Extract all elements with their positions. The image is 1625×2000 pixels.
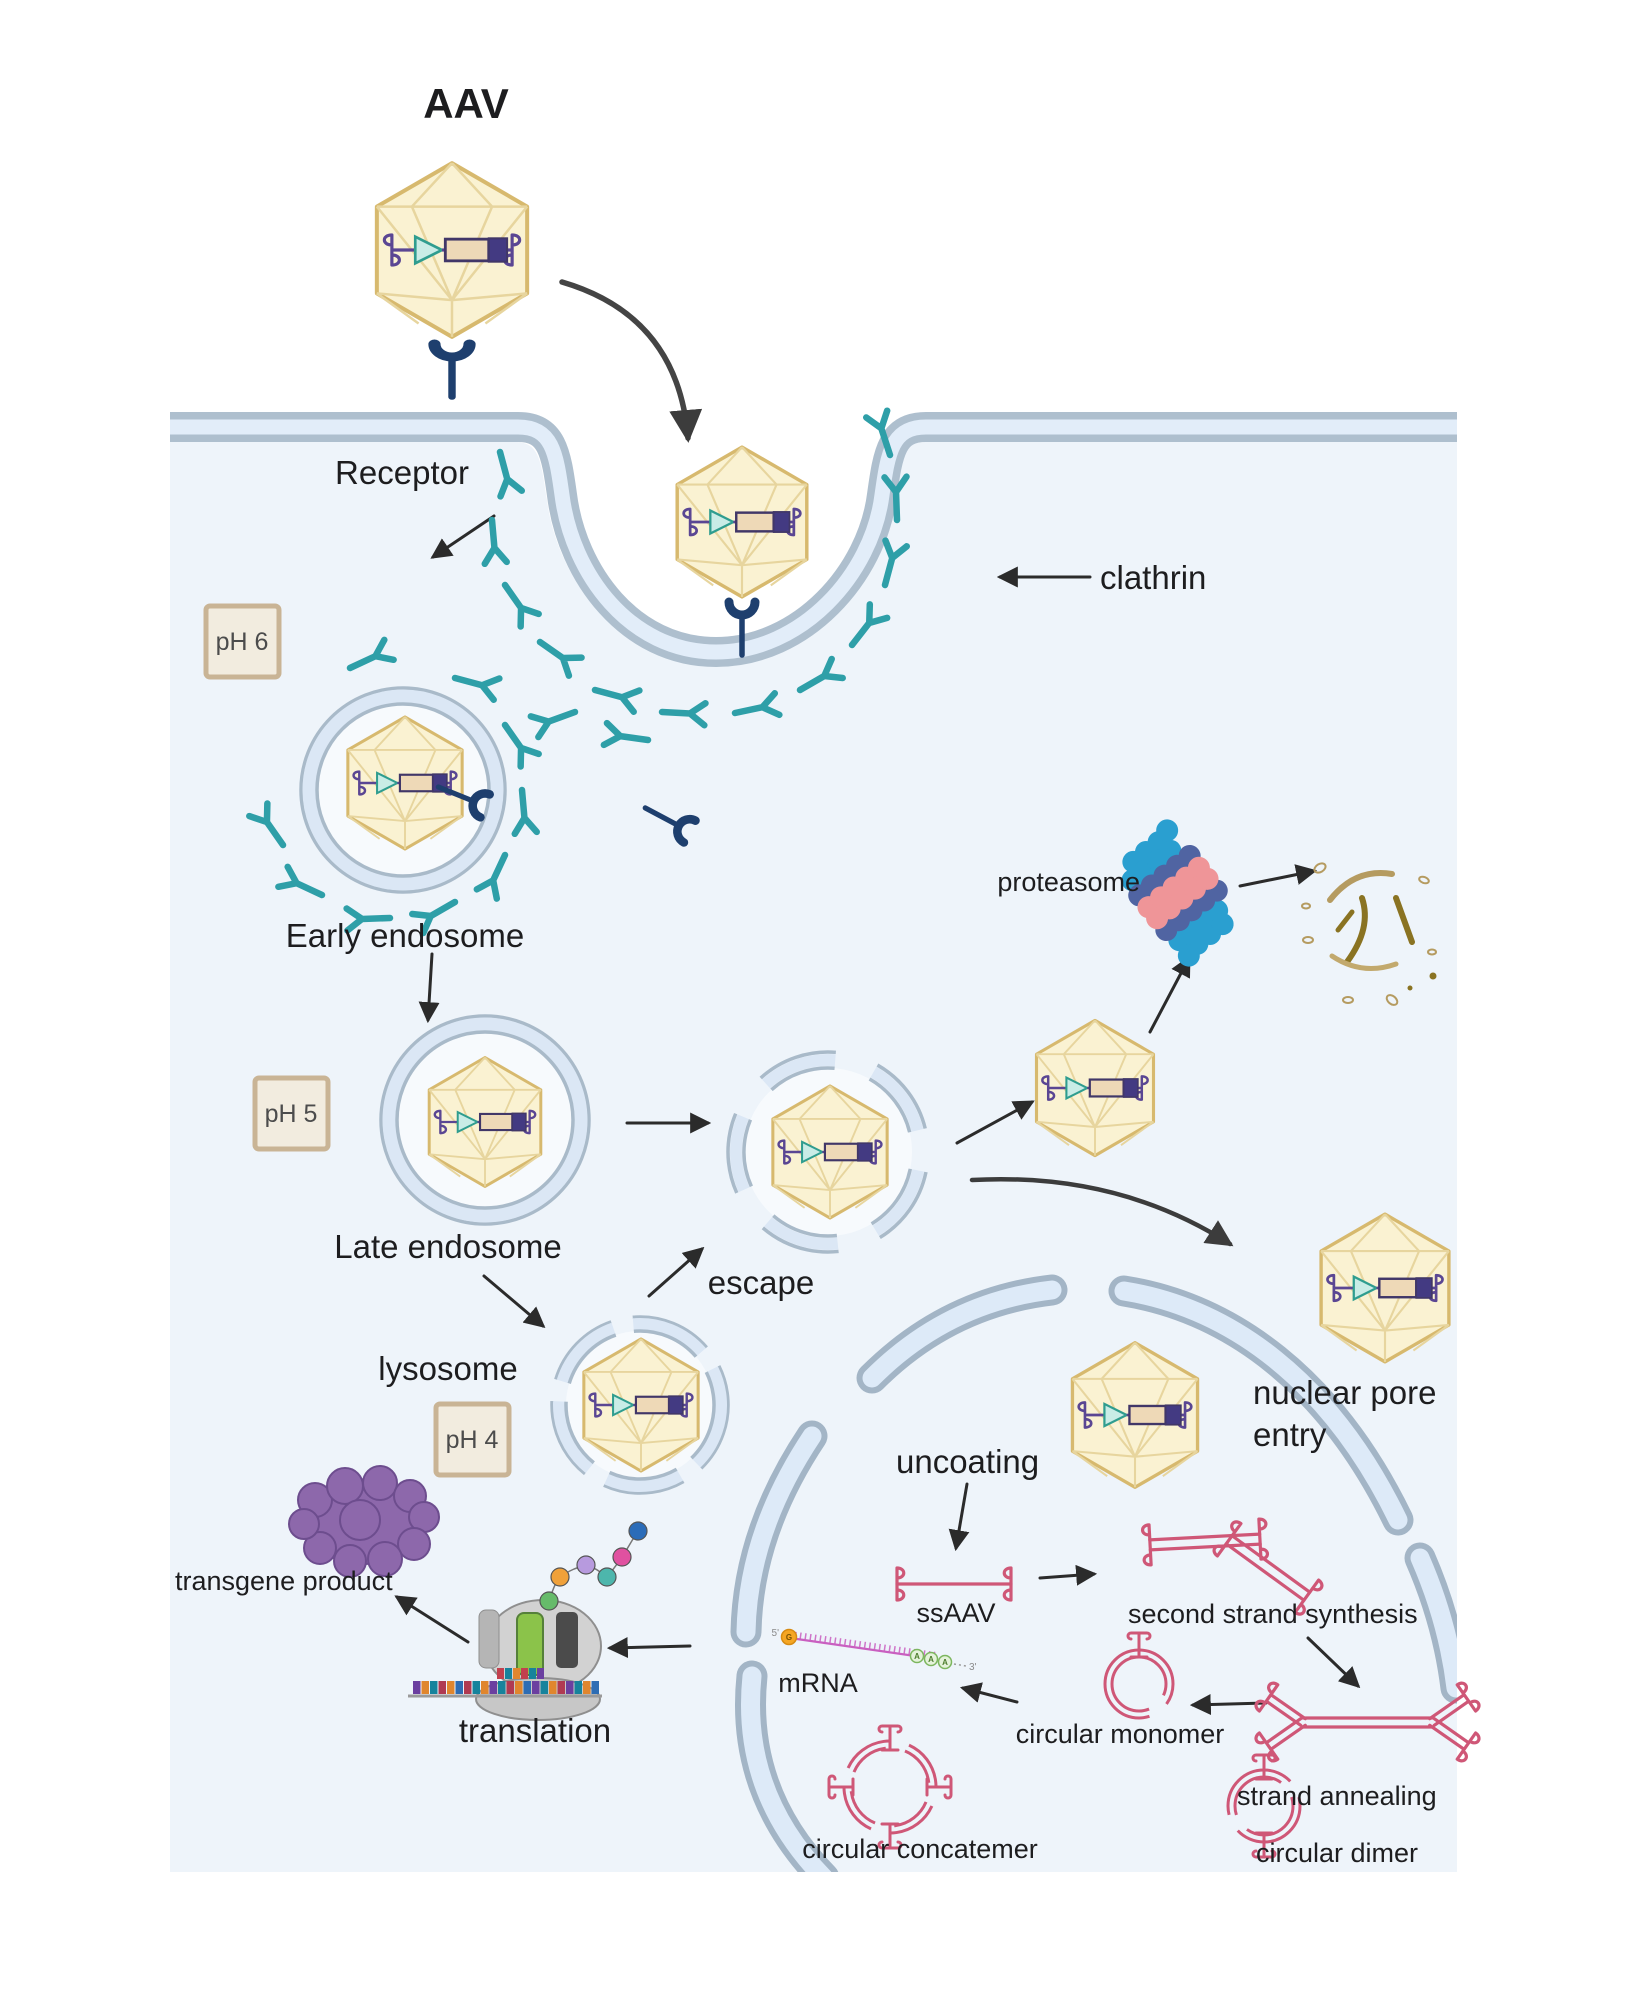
- label-uncoating: uncoating: [896, 1443, 1039, 1480]
- arrow-to-early-endosome: [430, 514, 496, 559]
- endosome-escaping: [726, 1050, 930, 1254]
- label-late-endosome: Late endosome: [334, 1228, 562, 1265]
- poly-a-tail-icon: A A A: [909, 1648, 953, 1670]
- ph-badge-6: pH 6: [203, 603, 282, 680]
- svg-text:A: A: [928, 1655, 934, 1664]
- ph-badge-4: pH 4: [433, 1401, 512, 1478]
- transgene-product-blob: [288, 1465, 440, 1578]
- label-transgene-product: transgene product: [175, 1566, 393, 1596]
- aav-virion-extracellular: [377, 163, 527, 397]
- arrow-to-transgene-product: [394, 1595, 470, 1644]
- arrow-late-to-lysosome: [482, 1274, 546, 1329]
- arrow-monomer-to-mrna: [959, 1682, 1019, 1704]
- label-escape: escape: [708, 1264, 814, 1301]
- five-prime-label: 5': [772, 1628, 780, 1639]
- arrow-early-to-late: [418, 952, 440, 1024]
- early-endosome: [249, 640, 538, 933]
- label-circular-concatemer: circular concatemer: [802, 1834, 1038, 1864]
- circular-monomer-episome: [1103, 1631, 1175, 1720]
- arrow-entry-curved: [559, 279, 703, 443]
- svg-text:A: A: [942, 1658, 948, 1667]
- arrow-proteasome-degradation: [1238, 864, 1318, 888]
- label-proteasome: proteasome: [997, 867, 1140, 897]
- label-lysosome: lysosome: [378, 1350, 517, 1387]
- label-ssaav: ssAAV: [916, 1598, 995, 1628]
- proteasome: [1121, 819, 1234, 967]
- arrows: [394, 279, 1361, 1716]
- ph5-text: pH 5: [265, 1100, 318, 1128]
- ssaav-genome: [895, 1566, 1013, 1602]
- mrna-codons: [497, 1668, 544, 1679]
- page-title: AAV: [423, 80, 509, 127]
- arrow-to-nucleus-curved: [969, 1176, 1234, 1247]
- arrow-uncoating: [948, 1482, 970, 1552]
- arrow-secondstrand-to-annealing: [1306, 1636, 1361, 1689]
- cap-letter: G: [786, 1633, 792, 1642]
- label-circular-dimer: circular dimer: [1256, 1838, 1418, 1868]
- five-prime-cap-icon: [780, 1628, 798, 1646]
- circular-dimer-episome: [1226, 1753, 1302, 1859]
- ph6-text: pH 6: [216, 628, 269, 656]
- label-clathrin: clathrin: [1100, 559, 1206, 596]
- strand-annealing-dna: [1254, 1681, 1481, 1763]
- late-endosome: [379, 1014, 591, 1226]
- svg-text:A: A: [914, 1652, 920, 1661]
- arrow-mrna-to-ribosome: [606, 1637, 692, 1659]
- receptor-bound: [434, 344, 469, 397]
- label-nuclear-pore-2: entry: [1253, 1416, 1327, 1453]
- degraded-capsid-debris: [1301, 862, 1437, 1006]
- label-second-strand: second strand synthesis: [1128, 1599, 1418, 1629]
- ph-badge-5: pH 5: [252, 1075, 331, 1152]
- arrow-escape-to-free: [955, 1100, 1035, 1145]
- label-strand-annealing: strand annealing: [1237, 1781, 1437, 1811]
- nascent-protein-beads: [539, 1521, 648, 1611]
- label-circular-monomer: circular monomer: [1016, 1719, 1225, 1749]
- label-nuclear-pore-1: nuclear pore: [1253, 1374, 1436, 1411]
- label-receptor: Receptor: [335, 454, 469, 491]
- label-mrna: mRNA: [778, 1668, 858, 1698]
- second-strand-synthesis-dna: [1140, 1517, 1324, 1616]
- label-early-endosome: Early endosome: [286, 917, 524, 954]
- mrna-strand-blocks: [408, 1681, 602, 1698]
- arrow-annealing-to-monomer: [1189, 1694, 1268, 1716]
- ph4-text: pH 4: [446, 1426, 499, 1454]
- plasma-membrane: [170, 412, 1457, 668]
- arrow-to-proteasome: [1148, 955, 1191, 1034]
- label-translation: translation: [459, 1712, 611, 1749]
- lysosome: [550, 1315, 730, 1495]
- arrow-ssaav-to-secondstrand: [1038, 1564, 1098, 1586]
- nuclear-envelope: [730, 1274, 1457, 1872]
- mrna-transcript: G A A A 5' 3': [772, 1628, 977, 1673]
- three-prime-label: 3': [969, 1662, 977, 1673]
- ribosome-translation-complex: [408, 1521, 648, 1721]
- circular-concatemer-episome: [827, 1724, 953, 1850]
- arrow-lysosome-escape: [647, 1246, 705, 1298]
